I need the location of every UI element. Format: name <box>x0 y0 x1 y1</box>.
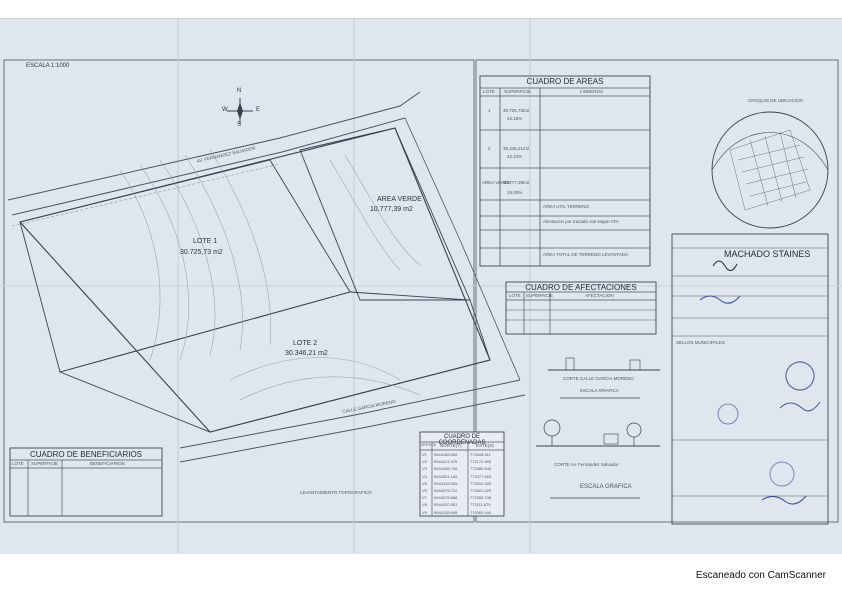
areas-header-lote: LOTE <box>483 89 495 94</box>
section-1-scale: ESCALA GRAFICA <box>580 388 619 393</box>
coordinate-east: 772355.748 <box>470 495 492 501</box>
areas-header-superficie: SUPERFICIE <box>504 89 532 94</box>
coordinate-north: 9944221.475 <box>434 459 458 465</box>
lot-1-name: LOTE 1 <box>193 238 218 245</box>
coordinate-vertex: V6 <box>422 488 427 493</box>
areas-table-title: CUADRO DE AREAS <box>526 77 604 86</box>
coordinate-vertex: V9 <box>422 509 427 515</box>
municipal-stamps-label: SELLOS MUNICIPALES <box>676 340 725 345</box>
areas-row-2-surface: 30.346,21m2 <box>503 146 530 151</box>
coordinate-vertex: V5 <box>422 480 427 486</box>
coordinate-east: 772060.444 <box>470 509 492 515</box>
areas-afectacion-label: Afectacion por trazado vial segun ATA <box>543 219 619 224</box>
beneficiarios-header-superficie: SUPERFICIE <box>31 461 59 466</box>
coordinate-north: 9944321.169 <box>434 473 458 479</box>
areas-row-3-lote: AREA VERDE <box>482 180 511 185</box>
lot-1-area: 30.725,73 m2 <box>180 249 223 256</box>
coordinate-north: 9944135.649 <box>434 509 458 515</box>
coordinate-vertex: V3 <box>422 466 427 472</box>
coordinate-east: 772172.805 <box>470 459 492 465</box>
section-2-scale: ESCALA GRAFICA <box>580 484 632 490</box>
areas-row-3-pct: 15.00% <box>507 190 523 195</box>
coordinates-header-norte: NORTE(Y) <box>440 443 462 448</box>
coordinates-header-este: ESTE(X) <box>476 443 494 448</box>
coordinate-east: 772477.653 <box>470 473 492 479</box>
coordinate-east: 772111.879 <box>470 502 491 508</box>
afectaciones-header-afectacion: AFECTACION <box>585 293 614 298</box>
lot-2-area: 30.346,21 m2 <box>285 350 328 357</box>
areas-row-1-lote: 1 <box>488 108 491 113</box>
coordinate-east: 772028.611 <box>470 452 491 457</box>
coordinates-header-vertice: VERTICE <box>421 443 437 447</box>
afectaciones-table-title: CUADRO DE AFECTACIONES <box>525 283 637 292</box>
areas-row-1-pct: 42.16% <box>507 116 523 121</box>
coordinate-vertex: V4 <box>422 473 427 479</box>
location-map-title: CROQUIS DE UBICACION <box>748 98 803 103</box>
compass-w: W <box>222 107 228 113</box>
coordinate-vertex: V1 <box>422 452 427 457</box>
coordinate-east: 772821.029 <box>470 488 492 493</box>
beneficiarios-header-beneficiarios: BENEFICIARIOS <box>90 461 125 466</box>
coordinate-north: 9944020.551 <box>434 502 458 508</box>
coordinate-north: 9944268.746 <box>434 466 458 472</box>
green-area-name: AREA VERDE <box>377 196 422 203</box>
green-area-area: 10.777,39 m2 <box>370 206 413 213</box>
coordinate-north: 9944075.688 <box>434 495 458 501</box>
section-1-label: CORTE CALLE GARCIA MORENO <box>563 376 634 381</box>
coordinate-east: 772310.283 <box>470 480 492 486</box>
section-2-label: CORTE Av. Fernandez Salvador <box>554 462 619 467</box>
beneficiarios-header-lote: LOTE <box>12 461 24 466</box>
coordinate-north: 9944075.712 <box>434 488 458 493</box>
areas-total-label: AREA TOTAL DE TERRENO LEVANTADA <box>543 252 629 257</box>
coordinates-table-title: CUADRO DE COORDENADAS <box>438 434 486 446</box>
areas-header-linderos: LINDEROS <box>580 89 604 94</box>
beneficiarios-table-title: CUADRO DE BENEFICIARIOS <box>29 450 142 459</box>
afectaciones-header-lote: LOTE <box>509 293 521 298</box>
coordinate-vertex: V8 <box>422 502 427 508</box>
scanner-watermark: Escaneado con CamScanner <box>695 570 826 581</box>
areas-row-2-lote: 2 <box>488 146 491 151</box>
coordinate-north: 9944316.555 <box>434 480 458 486</box>
scale-label: ESCALA 1:1000 <box>26 63 70 69</box>
coordinate-east: 772380.645 <box>470 466 492 472</box>
topographic-survey-label: LEVANTAMIENTO TOPOGRAFICO <box>300 490 372 495</box>
coordinate-vertex: V7 <box>422 495 427 501</box>
lot-2-name: LOTE 2 <box>293 340 318 347</box>
afectaciones-header-superficie: SUPERFICIE <box>526 293 554 298</box>
compass-e: E <box>256 107 261 113</box>
areas-util-label: AREA UTIL TERRENO <box>543 204 590 209</box>
areas-row-3-surface: 10.777,39m2 <box>503 180 530 185</box>
coordinate-vertex: V2 <box>422 459 427 465</box>
owner-name: MACHADO STAINES <box>724 249 811 259</box>
compass-s: S <box>237 122 242 128</box>
compass-n: N <box>237 88 242 94</box>
areas-row-2-pct: 42.24% <box>507 154 523 159</box>
areas-row-1-surface: 30.725,73m2 <box>503 108 530 113</box>
coordinate-north: 9944185.555 <box>434 452 458 457</box>
